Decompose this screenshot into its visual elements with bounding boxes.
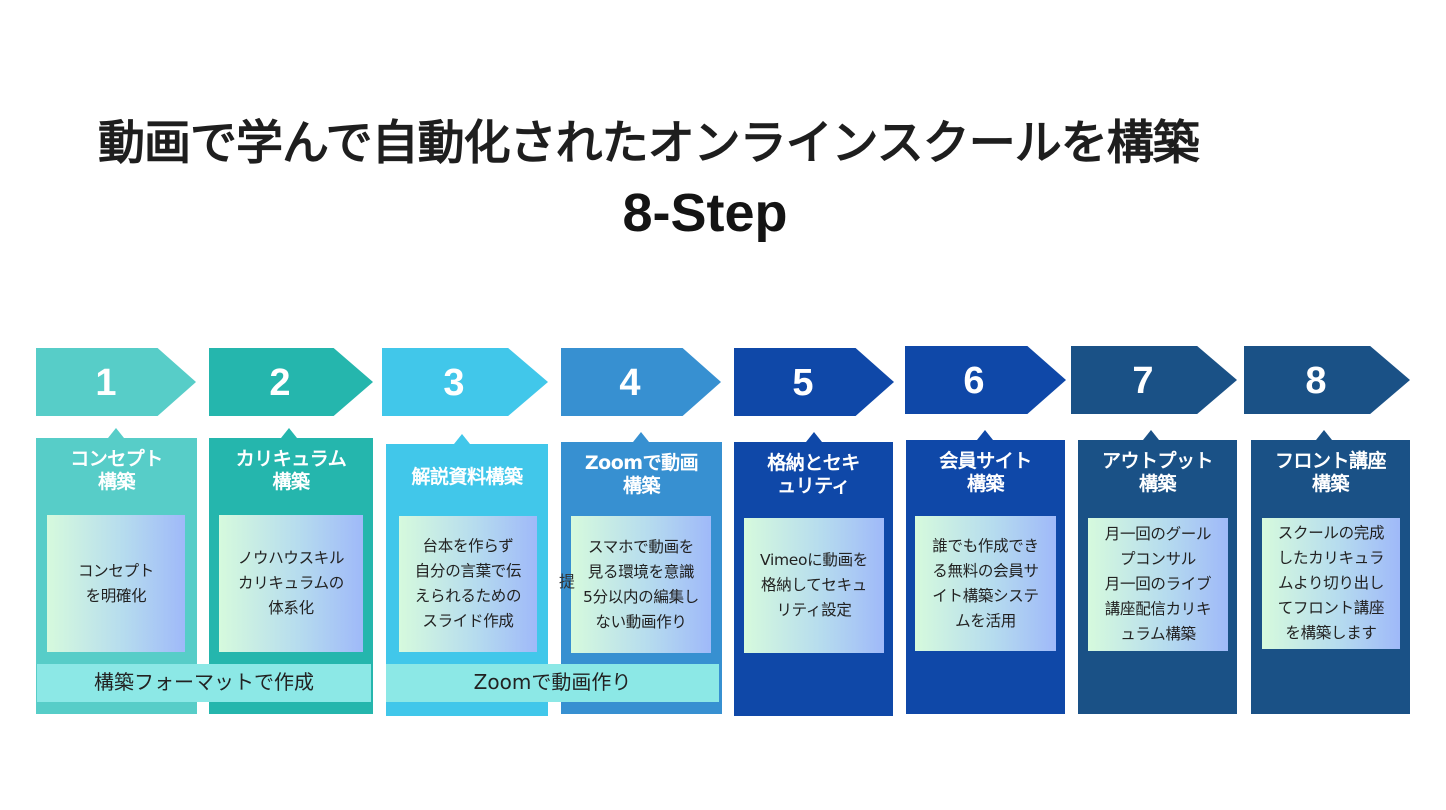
banner-zoom: Zoomで動画作り	[386, 664, 719, 702]
step-8-heading: フロント講座構築	[1251, 450, 1410, 496]
step-heading-line: アウトプット	[1101, 450, 1214, 472]
step-7-heading: アウトプット構築	[1078, 450, 1237, 496]
step-2-notch	[281, 428, 297, 438]
step-description-line: ュラム構築	[1120, 625, 1196, 643]
step-7-description: 月一回のグールプコンサル月一回のライブ講座配信カリキュラム構築	[1088, 518, 1228, 651]
stray-char: 提	[559, 572, 576, 591]
step-4-notch	[633, 432, 649, 442]
step-2-description: ノウハウスキルカリキュラムの体系化	[219, 515, 363, 652]
step-8-notch	[1316, 430, 1332, 440]
step-description-line: 5分以内の編集し	[583, 587, 699, 606]
step-5-number: 5	[792, 362, 814, 404]
step-description-line: スライド作成	[422, 612, 514, 630]
step-heading-line: 構築	[272, 471, 310, 493]
step-6-number: 6	[963, 360, 985, 402]
step-description-line: イト構築システ	[932, 586, 1039, 605]
step-description-line: てフロント講座	[1277, 599, 1385, 617]
step-4-heading: Zoomで動画構築	[561, 452, 722, 498]
step-1-number: 1	[95, 362, 117, 404]
step-5-heading: 格納とセキュリティ	[734, 452, 893, 498]
step-description-line: 見る環境を意識	[587, 562, 695, 581]
step-1-notch	[108, 428, 124, 438]
step-description-line: スマホで動画を	[588, 537, 694, 556]
step-description-line: ムより切り出し	[1277, 574, 1385, 592]
step-3-notch	[454, 434, 470, 444]
step-5-notch	[806, 432, 822, 442]
step-heading-line: Zoomで動画	[584, 452, 699, 474]
step-heading-line: カリキュラム	[235, 448, 347, 470]
step-4-description: スマホで動画を見る環境を意識 5分以内の編集しない動画作り	[571, 516, 711, 653]
step-description-line: スクールの完成	[1277, 524, 1385, 542]
step-description-line: えられるための	[414, 587, 522, 605]
step-description-line: ない動画作り	[595, 612, 687, 631]
step-heading-line: 構築	[1311, 473, 1350, 495]
step-3-number: 3	[443, 362, 465, 404]
step-4-number: 4	[619, 362, 641, 404]
step-2-arrow	[209, 348, 373, 416]
step-4-arrow	[561, 348, 721, 416]
step-description-line: を構築します	[1285, 624, 1377, 642]
step-6-notch	[977, 430, 993, 440]
step-3-heading: 解説資料構築	[386, 466, 548, 489]
step-3-arrow	[382, 348, 548, 416]
step-5-description: Vimeoに動画を格納してセキュリティ設定	[744, 518, 884, 653]
step-7-number: 7	[1132, 360, 1154, 402]
step-heading-line: 構築	[622, 475, 661, 497]
step-description-line: 誰でも作成でき	[932, 536, 1039, 555]
step-7-arrow	[1071, 346, 1237, 414]
step-description-line: したカリキュラ	[1277, 549, 1385, 567]
step-heading-line: 構築	[1138, 473, 1177, 495]
step-description-line: 月一回のグール	[1104, 525, 1212, 543]
step-heading-line: 格納とセキ	[767, 452, 860, 474]
step-description-line: を明確化	[85, 586, 147, 605]
step-8-number: 8	[1305, 360, 1327, 402]
page-subtitle: 8-Step	[622, 183, 788, 243]
step-1-heading: コンセプト構築	[36, 448, 197, 494]
step-6-heading: 会員サイト構築	[906, 450, 1065, 496]
step-8-arrow	[1244, 346, 1410, 414]
page-title: 動画で学んで自動化されたオンラインスクールを構築	[98, 116, 1200, 171]
step-heading-line: 解説資料構築	[411, 466, 523, 488]
step-2-heading: カリキュラム構築	[209, 448, 373, 494]
step-1-arrow	[36, 348, 196, 416]
step-description-line: ノウハウスキル	[237, 549, 345, 567]
step-6-description: 誰でも作成できる無料の会員サイト構築システムを活用	[915, 516, 1056, 651]
step-description-line: 自分の言葉で伝	[414, 562, 522, 580]
step-description-line: る無料の会員サ	[932, 561, 1039, 580]
step-6-arrow	[905, 346, 1066, 414]
step-description-line: 月一回のライブ	[1104, 575, 1212, 593]
step-heading-line: フロント講座	[1274, 450, 1387, 472]
step-3-description: 台本を作らず自分の言葉で伝えられるためのスライド作成	[399, 516, 537, 652]
step-7-notch	[1143, 430, 1159, 440]
step-heading-line: 会員サイト	[939, 450, 1032, 472]
step-description-line: Vimeoに動画を	[760, 551, 868, 569]
step-description-line: カリキュラムの	[238, 574, 344, 592]
step-heading-line: ュリティ	[777, 475, 850, 497]
step-heading-line: 構築	[966, 473, 1005, 495]
step-description-line: リティ設定	[776, 601, 852, 619]
step-2-number: 2	[269, 362, 291, 404]
step-description-line: 体系化	[268, 599, 314, 617]
step-description-line: 台本を作らず	[422, 537, 514, 555]
banner-format: 構築フォーマットで作成	[37, 664, 371, 702]
step-description-line: 格納してセキュ	[761, 576, 867, 594]
step-heading-line: 構築	[97, 471, 136, 493]
step-description-line: 講座配信カリキ	[1104, 600, 1212, 618]
step-heading-line: コンセプト	[70, 448, 163, 470]
step-5-arrow	[734, 348, 894, 416]
step-description-line: プコンサル	[1119, 550, 1196, 568]
step-description-line: コンセプト	[77, 561, 154, 580]
step-8-description: スクールの完成したカリキュラムより切り出してフロント講座を構築します	[1262, 518, 1400, 649]
step-description-line: ムを活用	[955, 611, 1016, 630]
step-1-description: コンセプトを明確化	[47, 515, 185, 652]
